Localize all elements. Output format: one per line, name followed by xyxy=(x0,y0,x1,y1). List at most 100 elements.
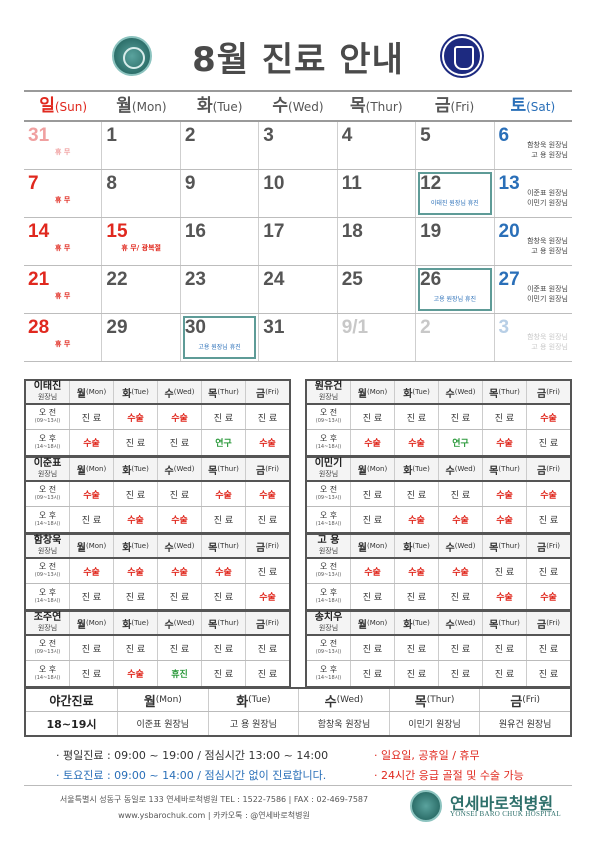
saturday-doctor-name: 이민기 원장님 xyxy=(527,199,568,207)
time-slot-cell: 오 전(09~13시) xyxy=(26,636,70,660)
calendar-day-cell[interactable]: 18 xyxy=(338,218,417,265)
day-off-highlight xyxy=(182,316,257,359)
schedule-day-name-en: (Tue) xyxy=(412,388,430,396)
schedule-status-cell: 진 료 xyxy=(158,482,202,506)
schedule-status-cell: 수술 xyxy=(439,559,483,583)
day-number: 20 xyxy=(498,221,520,242)
calendar-day-cell[interactable]: 11 xyxy=(338,170,417,217)
schedule-status-cell: 진 료 xyxy=(351,507,395,532)
calendar-day-cell[interactable]: 2 xyxy=(416,314,495,361)
calendar-day-cell[interactable]: 3 xyxy=(259,122,338,169)
calendar-day-cell[interactable]: 2 xyxy=(181,122,260,169)
schedule-status-cell: 진 료 xyxy=(483,636,527,660)
schedule-day-name-en: (Fri) xyxy=(546,465,560,473)
schedule-day-name: 목 xyxy=(489,619,499,631)
time-slot-cell: 오 전(09~13시) xyxy=(26,405,70,429)
schedule-status-cell: 수술 xyxy=(483,430,527,455)
schedule-status-cell: 수술 xyxy=(202,559,246,583)
closed-note: 휴 무 xyxy=(55,148,71,156)
time-slot-label: 오 전 xyxy=(319,639,338,648)
schedule-day-name: 금 xyxy=(536,542,547,554)
schedule-status-cell: 진 료 xyxy=(257,567,278,578)
footer-website[interactable]: www.ysbarochuk.com | 카카오톡 : @연세바로척병원 xyxy=(118,811,310,820)
day-off-highlight xyxy=(418,172,492,215)
schedule-status-cell: 수술 xyxy=(70,482,114,506)
schedule-day-name: 목 xyxy=(489,465,499,477)
calendar-day-cell[interactable]: 1 xyxy=(102,122,181,169)
schedule-day-name-en: (Wed) xyxy=(173,388,195,396)
time-slot-cell: 오 후(14~18시) xyxy=(26,430,70,455)
calendar-day-cell[interactable]: 9 xyxy=(181,170,260,217)
calendar-day-cell[interactable]: 4 xyxy=(338,122,417,169)
schedule-status-cell: 수술 xyxy=(70,559,114,583)
schedule-day-header: 금(Fri) xyxy=(527,458,570,480)
calendar-day-cell[interactable]: 22 xyxy=(102,266,181,313)
time-slot-hours: (14~18시) xyxy=(315,520,342,527)
schedule-day-name: 화 xyxy=(403,388,413,400)
calendar-day-cell[interactable]: 17 xyxy=(259,218,338,265)
calendar-day-cell[interactable]: 23 xyxy=(181,266,260,313)
schedule-day-name-en: (Thur) xyxy=(498,388,520,396)
day-number: 9/1 xyxy=(341,317,369,338)
calendar-day-cell[interactable]: 16 xyxy=(181,218,260,265)
calendar-day-cell[interactable]: 19 xyxy=(416,218,495,265)
schedule-day-name: 수 xyxy=(164,388,174,400)
schedule-day-name: 월 xyxy=(357,542,367,554)
schedule-day-name: 금 xyxy=(255,388,266,400)
night-day-name: 목 xyxy=(414,694,427,710)
day-off-highlight xyxy=(418,268,492,311)
footer-address: 서울특별시 성동구 동일로 133 연세바로척병원 TEL : 1522-758… xyxy=(59,795,369,804)
night-day-header: 목(Thur) xyxy=(390,689,481,711)
schedule-status-cell: 진 료 xyxy=(351,636,395,660)
doctor-off-note: 고용 원장님 휴진 xyxy=(198,344,241,351)
schedule-status-cell: 진 료 xyxy=(114,430,158,455)
calendar-day-cell[interactable]: 5 xyxy=(416,122,495,169)
day-number: 2 xyxy=(184,125,196,146)
saturday-doctor-name: 고 용 원장님 xyxy=(531,151,568,159)
schedule-status-cell: 진 료 xyxy=(158,430,202,455)
calendar-day-cell[interactable]: 10 xyxy=(259,170,338,217)
calendar-day-cell[interactable]: 24 xyxy=(259,266,338,313)
schedule-day-header: 목(Thur) xyxy=(202,381,246,403)
schedule-day-header: 수(Wed) xyxy=(439,535,483,557)
schedule-day-name-en: (Thur) xyxy=(498,465,520,473)
day-number: 17 xyxy=(263,221,285,242)
time-slot-cell: 오 전(09~13시) xyxy=(307,559,351,583)
saturday-doctor-name: 함창욱 원장님 xyxy=(527,333,568,341)
schedule-day-name: 월 xyxy=(357,388,367,400)
schedule-day-header: 화(Tue) xyxy=(395,612,439,634)
schedule-status-cell: 진 료 xyxy=(158,636,202,660)
calendar-day-cell[interactable]: 31 xyxy=(259,314,338,361)
calendar-day-cell[interactable]: 29 xyxy=(102,314,181,361)
time-slot-cell: 오 후(14~18시) xyxy=(307,507,351,532)
time-slot-hours: (09~13시) xyxy=(315,572,342,578)
saturday-doctor-name: 이준표 원장님 xyxy=(527,189,568,197)
time-slot-hours: (14~18시) xyxy=(34,597,61,604)
calendar-day-cell[interactable]: 9/1 xyxy=(338,314,417,361)
calendar-day-cell[interactable]: 8 xyxy=(102,170,181,217)
schedule-day-name: 수 xyxy=(164,619,174,631)
calendar-day-cell[interactable]: 25 xyxy=(338,266,417,313)
schedule-day-name: 화 xyxy=(403,542,413,554)
schedule-day-name-en: (Mon) xyxy=(366,542,388,550)
